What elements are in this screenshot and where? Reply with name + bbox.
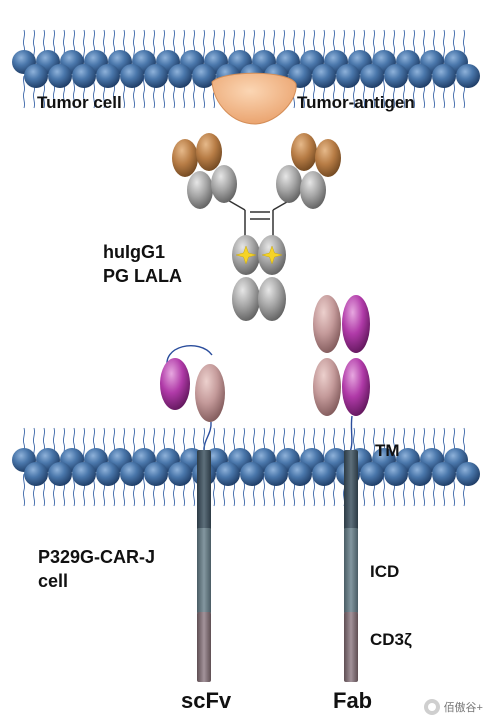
- lipid-tail: [142, 75, 146, 109]
- scfv-car-extracellular: [160, 345, 225, 453]
- fab-icd-segment: [344, 528, 358, 614]
- fab-cd3z-segment: [344, 612, 358, 682]
- lipid-head: [72, 64, 96, 88]
- lipid-head: [168, 462, 192, 486]
- lipid-tail: [382, 75, 386, 109]
- lipid-tail: [22, 473, 26, 507]
- fab-pink-lower: [313, 358, 341, 416]
- lipid-head: [312, 462, 336, 486]
- lipid-tail: [82, 427, 86, 461]
- lipid-head: [48, 64, 72, 88]
- tumor-cell-label: Tumor cell: [37, 93, 122, 112]
- fab-magenta-lower: [342, 358, 370, 416]
- scfv-tm-segment: [197, 450, 211, 530]
- lipid-head: [192, 64, 216, 88]
- fc-ch3-right: [258, 277, 286, 321]
- lipid-tail: [142, 473, 146, 507]
- variable-domain-left-inner: [196, 133, 222, 171]
- lipid-head: [384, 64, 408, 88]
- lipid-head: [216, 462, 240, 486]
- lipid-head: [144, 64, 168, 88]
- lipid-tail: [382, 473, 386, 507]
- antibody-huigg1: [172, 133, 341, 321]
- car-j-cell-label: P329G-CAR-J cell: [38, 547, 156, 591]
- antibody-label-line1: huIgG1: [103, 242, 165, 262]
- lipid-head: [360, 462, 384, 486]
- lipid-tail: [82, 29, 86, 63]
- constant-domain-left-inner: [211, 165, 237, 203]
- lipid-tail: [322, 427, 326, 461]
- tumor-antigen-label: Tumor-antigen: [297, 93, 415, 112]
- car-j-cell-membrane: [12, 427, 480, 507]
- lipid-head: [240, 462, 264, 486]
- lipid-head: [264, 462, 288, 486]
- mutation-star-right: [261, 245, 283, 265]
- lipid-tail: [322, 29, 326, 63]
- watermark-text: 佰傲谷+: [443, 702, 483, 714]
- lipid-head: [336, 64, 360, 88]
- antibody-label-line2: PG LALA: [103, 266, 182, 286]
- watermark: 佰傲谷+: [423, 699, 483, 715]
- tumor-antigen-shape: [211, 72, 297, 125]
- scfv-icd-segment: [197, 528, 211, 614]
- mutation-star-left: [235, 245, 257, 265]
- lipid-head: [360, 64, 384, 88]
- lipid-head: [96, 64, 120, 88]
- fab-pink-upper: [313, 295, 341, 353]
- fab-car-extracellular: [313, 295, 370, 453]
- lipid-head: [168, 64, 192, 88]
- lipid-tail: [22, 75, 26, 109]
- scfv-vl-domain: [195, 364, 225, 422]
- fab-magenta-upper: [342, 295, 370, 353]
- constant-domain-right-outer: [300, 171, 326, 209]
- fab-tm-segment: [344, 450, 358, 530]
- lipid-head: [432, 64, 456, 88]
- variable-domain-right-outer: [315, 139, 341, 177]
- scfv-car-stalk: [197, 450, 211, 682]
- lipid-head: [312, 64, 336, 88]
- lipid-head: [72, 462, 96, 486]
- lipid-head: [24, 462, 48, 486]
- lipid-head: [96, 462, 120, 486]
- watermark-logo-icon: [423, 699, 440, 715]
- lipid-head: [432, 462, 456, 486]
- scfv-cd3z-segment: [197, 612, 211, 682]
- lipid-head: [408, 64, 432, 88]
- lipid-head: [384, 462, 408, 486]
- lipid-head: [456, 462, 480, 486]
- variable-domain-right-inner: [291, 133, 317, 171]
- lipid-head: [24, 64, 48, 88]
- lipid-head: [408, 462, 432, 486]
- lipid-head: [456, 64, 480, 88]
- fab-car-stalk: [344, 450, 358, 682]
- lipid-head: [48, 462, 72, 486]
- fab-label: Fab: [333, 688, 373, 713]
- scfv-vh-domain: [160, 358, 190, 410]
- fc-ch3-left: [232, 277, 260, 321]
- lipid-head: [120, 462, 144, 486]
- variable-domain-left-outer: [172, 139, 198, 177]
- icd-label: ICD: [370, 562, 400, 581]
- constant-domain-right-inner: [276, 165, 302, 203]
- lipid-head: [144, 462, 168, 486]
- lipid-tail: [202, 29, 206, 63]
- tm-label: TM: [375, 441, 400, 460]
- lipid-tail: [442, 29, 446, 63]
- lipid-head: [120, 64, 144, 88]
- lipid-tail: [262, 473, 266, 507]
- lipid-head: [288, 462, 312, 486]
- cd3z-label: CD3ζ: [370, 630, 412, 649]
- constant-domain-left-outer: [187, 171, 213, 209]
- scfv-label: scFv: [181, 688, 232, 713]
- lipid-tail: [442, 427, 446, 461]
